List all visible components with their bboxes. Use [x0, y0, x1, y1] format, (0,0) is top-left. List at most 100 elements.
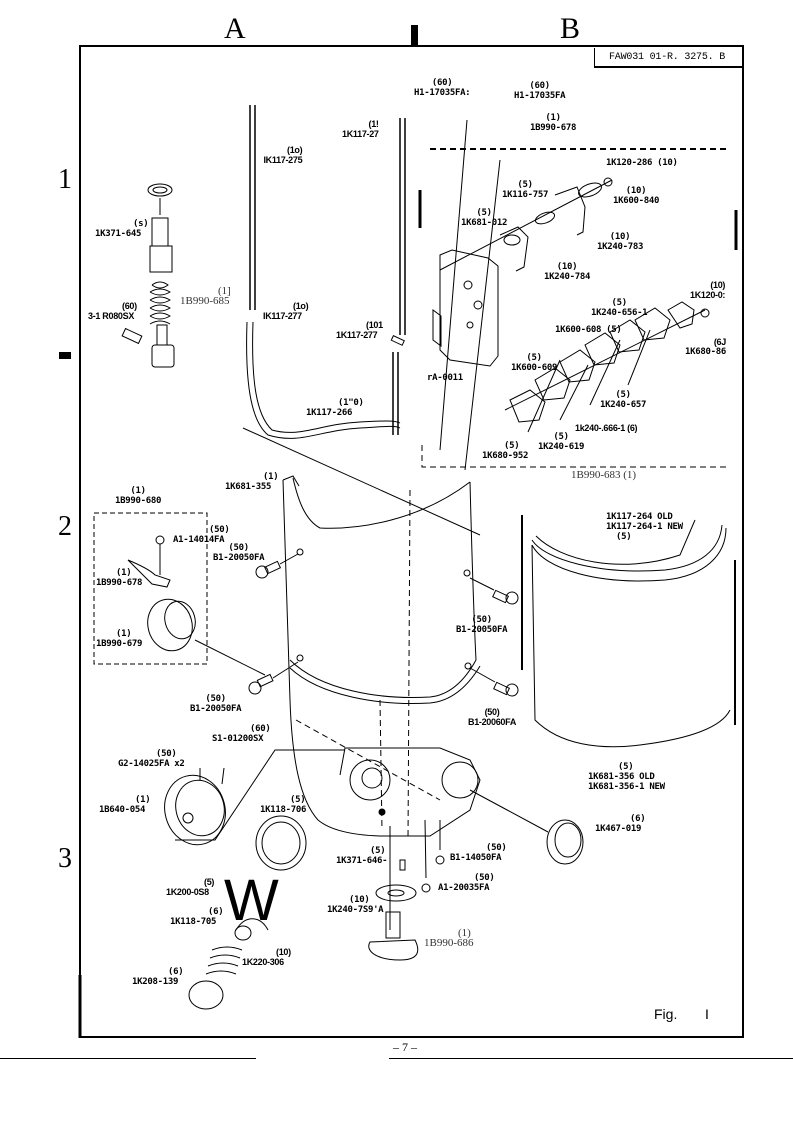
figure-label: Fig. [654, 1006, 678, 1022]
screw-a1-20035fa [421, 883, 431, 893]
pin-1k371-646 [399, 859, 406, 871]
tube-joint [390, 334, 405, 346]
footer-rule-right [389, 1058, 793, 1059]
label-g2-14025fa: (50)G2-14025FA x2 [118, 749, 185, 769]
label-1b990-683: 1B990-683 (1) [571, 469, 637, 481]
label-h1-17035fa-b: (60)H1-17035FA [514, 81, 566, 101]
washer [147, 183, 173, 197]
label-1k240-657: (5)1K240-657 [600, 390, 647, 410]
label-1k240-619: (5)1K240-619 [538, 432, 585, 452]
screw-1k120-286 [603, 177, 613, 187]
bracket-1k240-783 [554, 186, 586, 236]
center-mark-top [411, 25, 418, 45]
plate-1b640-054 [164, 774, 226, 846]
label-1k117-266: (1"0)1K117-266 [306, 398, 364, 418]
spring [149, 281, 171, 325]
label-1k240-759a: (10)1K240-7S9'A [327, 895, 384, 915]
base-housing [317, 747, 481, 837]
leader-line [242, 427, 481, 536]
pin-r080sx [121, 327, 143, 345]
terminal-1b990-678 [127, 559, 171, 588]
label-1b990-679: (1)1B990-679 [96, 629, 143, 649]
label-1b990-686: (1)1B990-686 [424, 927, 474, 949]
washer-1k240-759a [375, 884, 417, 902]
label-1b990-678-mid: (1)1B990-678 [96, 568, 143, 588]
cover-1k681-355 [282, 479, 319, 821]
label-1k240-656-1: (5)1K240-656-1 [591, 298, 648, 318]
cover-1k117-264 [531, 524, 723, 572]
label-1b990-680: (1)1B990-680 [115, 486, 162, 506]
label-a1-14014fa: (50)A1-14014FA [173, 525, 230, 545]
footer-rule-left [0, 1058, 256, 1059]
label-1k208-139: (6)1K208-139 [132, 967, 184, 987]
label-b1-20050fa-b: (50)B1-20050FA [456, 615, 508, 635]
document-reference: FAW031 01-R. 3275. B [594, 48, 742, 68]
label-1k220-306: (10)1K220-306 [242, 947, 291, 967]
label-1k118-705: (6)1K118-705 [170, 907, 224, 927]
label-1k600-840: (10)1K600-840 [613, 186, 660, 206]
screw-b1-14050fa [435, 855, 445, 865]
knob-1k118-705 [234, 925, 252, 941]
label-1k600-609: (5)1K600-609 [511, 353, 558, 373]
center-mark-left [59, 352, 71, 359]
label-b1-20060fa: (50)B1-20060FA [468, 707, 517, 727]
assembly-boundary-1b990-683 [421, 445, 730, 468]
plate-1k116-757 [534, 211, 556, 225]
label-1k240-784: (10)1K240-784 [544, 262, 591, 282]
assembly-boundary-1b990-680 [93, 512, 208, 665]
label-1k371-645: (s)1K371-645 [95, 219, 149, 239]
label-1k116-757: (5)1K116-757 [502, 180, 549, 200]
bobbin-opening [349, 759, 391, 801]
label-1k118-706: (5)1K118-706 [260, 795, 307, 815]
label-ra-0011: rA-0011 [427, 373, 463, 383]
label-1k467-019: (6)1K467-019 [595, 814, 646, 834]
sleeve-1k371-645 [151, 217, 169, 247]
tube-1k117-266 [246, 321, 401, 439]
page-number: – 7 – [393, 1040, 417, 1054]
label-1k117-275: (1o)IK117-275 [263, 145, 303, 165]
label-h1-17035fa-a: (60)H1-17035FA: [414, 78, 471, 98]
drawing-frame [79, 45, 744, 1038]
side-opening [441, 761, 479, 799]
screw-b1-20060fa [469, 667, 519, 697]
connector-1b990-679 [147, 598, 193, 652]
figure-number: I [705, 1006, 709, 1022]
label-1k680-952: (5)1K680-952 [482, 441, 529, 461]
label-1k681-355: (1)1K681-355 [225, 472, 279, 492]
label-b1-20050fa-c: (50)B1-20050FA [190, 694, 242, 714]
tube-1k117-27 [392, 118, 406, 435]
cam-stack [504, 301, 710, 433]
screw-b1-20050fa-c [248, 661, 299, 695]
label-1k600-608: 1K600-608 (5) [555, 325, 622, 335]
label-1k117-277-a: (1o)IK117-277 [263, 301, 309, 321]
label-1k200-058: (5)1K200-0S8 [166, 877, 215, 897]
label-1b640-054: (1)1B640-054 [99, 795, 151, 815]
label-1b990-678-top: (1)1B990-678 [530, 113, 577, 133]
handle-1b990-686 [368, 939, 419, 961]
label-1b990-685: (1]1B990-685 [180, 285, 231, 307]
spring-1k220-306 [205, 946, 243, 975]
cap-1k467-019 [546, 819, 584, 865]
grid-row-3: 3 [58, 843, 72, 874]
grid-column-a: A [224, 12, 246, 45]
screw-b1-20050fa-b [469, 577, 519, 605]
label-3-1-r080sx: (60)3-1 R080SX [88, 301, 137, 321]
grid-column-b: B [560, 12, 581, 45]
screw-b1-20050fa-a [255, 553, 299, 579]
tube-1k117-275 [249, 105, 256, 310]
grid-row-2: 2 [58, 511, 72, 542]
label-1k240-783: (10)1K240-783 [597, 232, 644, 252]
label-1k681-012: (5)1K681-012 [461, 208, 508, 228]
part-1k681-012 [503, 234, 521, 246]
label-a1-20035fa: (50)A1-20035FA [438, 873, 495, 893]
label-1k120-286: 1K120-286 (10) [606, 158, 678, 168]
stray-letter-w: W [224, 868, 279, 933]
grid-row-1: 1 [58, 164, 72, 195]
label-b1-20050fa-a: (50)B1-20050FA [213, 543, 265, 563]
ring-1k118-706 [255, 815, 307, 871]
button-1k208-139 [188, 980, 224, 1010]
